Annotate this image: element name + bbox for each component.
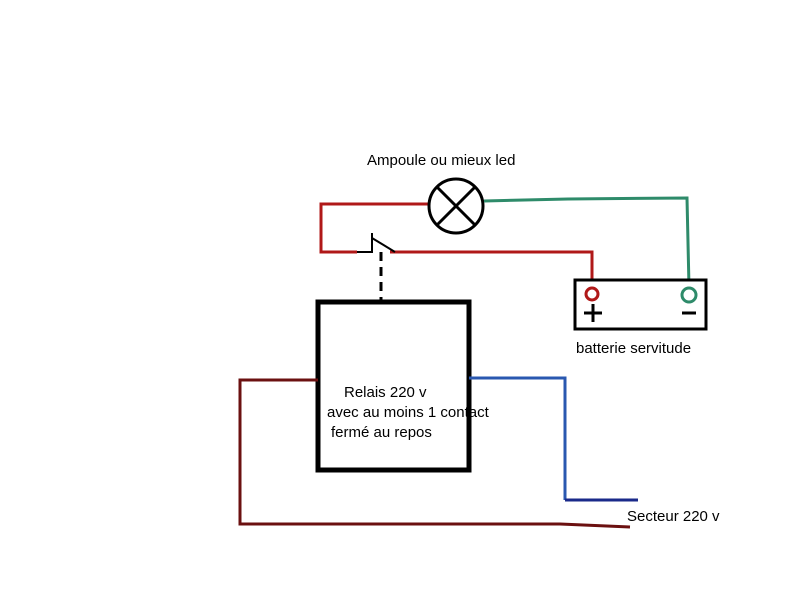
battery-plus-terminal [584,286,600,302]
battery-label: batterie servitude [576,340,692,357]
relay-label-line1: Relais 220 v [344,384,427,401]
switch-blade-diag [371,237,396,253]
red-wire-switch-to-battery [390,250,594,287]
relay-label-line2: avec au moins 1 contact [327,404,489,421]
red-wire-lamp-to-switch [319,202,428,254]
battery-minus-terminal [680,286,698,304]
lamp-label: Ampoule ou mieux led [367,152,516,169]
blue-wire [469,376,567,500]
mains-label: Secteur 220 v [627,508,720,525]
relay-box [315,299,472,473]
maroon-wire [238,378,631,529]
green-wire [483,196,691,288]
lamp-icon [427,177,485,235]
relay-label-line3: fermé au repos [331,424,432,441]
plus-icon [584,304,602,322]
